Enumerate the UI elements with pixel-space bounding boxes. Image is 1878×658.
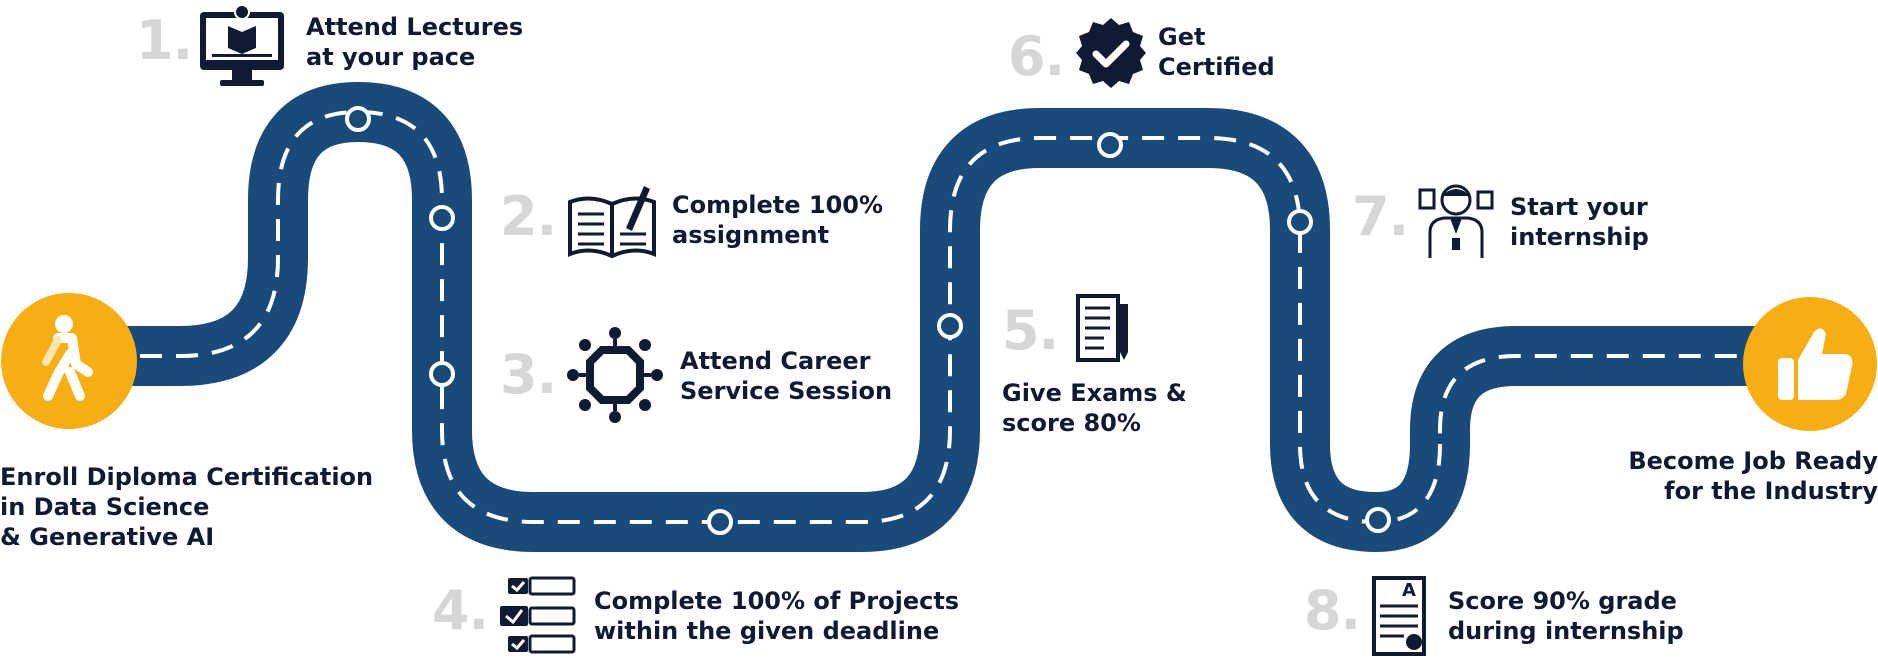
road-marker (345, 106, 371, 132)
road-marker (1097, 132, 1123, 158)
video-lecture-monitor-icon (200, 4, 284, 86)
step-3-number: 3. (500, 343, 557, 406)
graded-paper-icon: A (1372, 576, 1426, 656)
exam-paper-pen-icon (1076, 294, 1128, 362)
step-8-label: Score 90% grade during internship (1448, 587, 1684, 645)
open-book-pen-icon (568, 186, 656, 259)
career-network-icon (567, 327, 663, 423)
walking-person-icon (1, 293, 137, 429)
step-2-number: 2. (500, 185, 557, 248)
road-marker (429, 205, 455, 231)
step-5-label: Give Exams & score 80% (1002, 379, 1187, 437)
start-label: Enroll Diploma Certification in Data Sci… (0, 463, 374, 551)
step-7-label: Start your internship (1510, 193, 1649, 251)
certified-badge-icon (1076, 18, 1146, 88)
step-6-label: Get Certified (1158, 23, 1275, 81)
step-7-number: 7. (1352, 185, 1409, 248)
step-1-label: Attend Lectures at your pace (306, 13, 524, 71)
svg-text:A: A (1402, 580, 1416, 601)
step-5-number: 5. (1002, 299, 1059, 362)
step-4-number: 4. (432, 579, 489, 642)
step-1-number: 1. (136, 9, 193, 72)
road-marker (937, 313, 963, 339)
thumbs-up-icon (1743, 297, 1877, 431)
step-4-label: Complete 100% of Projects within the giv… (594, 587, 960, 645)
road-marker (1365, 507, 1391, 533)
step-6-number: 6. (1008, 25, 1065, 88)
road-marker (1287, 209, 1313, 235)
checklist-icon (500, 576, 576, 654)
step-3-label: Attend Career Service Session (680, 347, 893, 405)
finish-label: Become Job Ready for the Industry (1628, 447, 1878, 505)
road-marker (429, 361, 455, 387)
step-8-number: 8. (1304, 579, 1361, 642)
step-2-label: Complete 100% assignment (672, 191, 884, 249)
intern-worker-icon (1418, 184, 1494, 258)
road-marker (707, 509, 733, 535)
